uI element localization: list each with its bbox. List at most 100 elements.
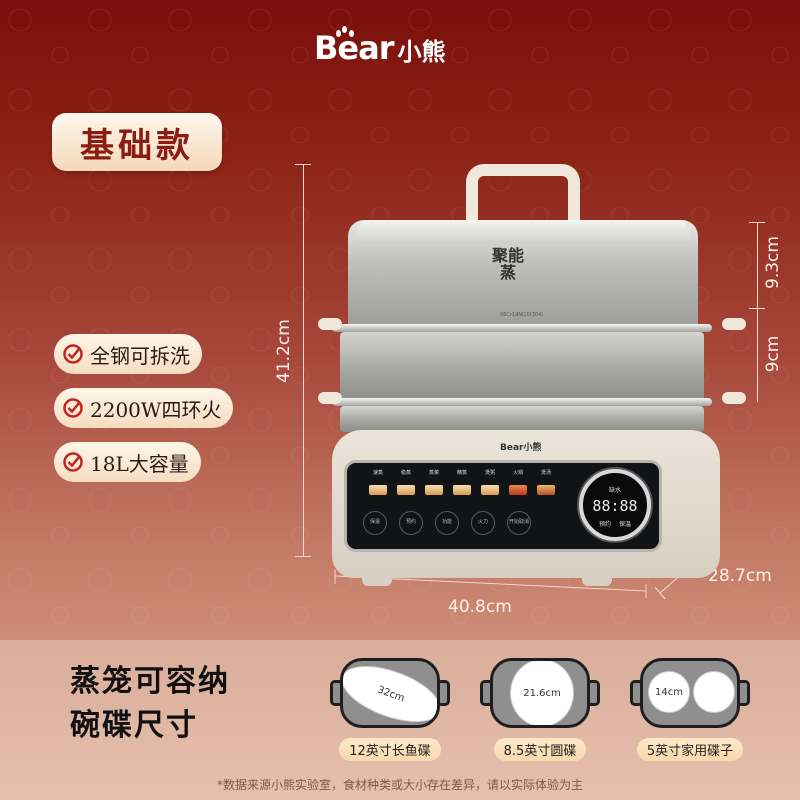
schedule-key[interactable]: 预约 xyxy=(399,511,423,535)
height-dimension-line xyxy=(303,164,304,556)
tray-body: 21.6cm xyxy=(490,658,590,728)
steamer-tier xyxy=(340,406,704,432)
dish-icon xyxy=(509,485,527,495)
tray-illustration: 14cm xyxy=(630,658,750,728)
dial-bottom-labels: 预约 保温 xyxy=(583,519,647,528)
control-panel: 速蒸 稳蒸 蒸菜 精蒸 煲粥 火锅 煲汤 保温 预约 功能 火力 开始取消 缺水 xyxy=(344,460,662,552)
capacity-section: 蒸笼可容纳 碗碟尺寸 32cm 12英寸长鱼碟 21 xyxy=(0,640,800,800)
feature-label: 2200W四环火 xyxy=(90,397,222,422)
dimension-tick xyxy=(749,222,765,223)
dish-label: 12英寸长鱼碟 xyxy=(339,738,441,761)
edition-badge: 基础款 xyxy=(52,113,222,171)
dish-icon xyxy=(397,485,415,495)
dish-size-list: 32cm 12英寸长鱼碟 21.6cm 8.5英寸圆碟 xyxy=(330,658,750,761)
steamer-base: Bear小熊 速蒸 稳蒸 蒸菜 精蒸 煲粥 火锅 煲汤 保温 预约 功能 火力 … xyxy=(332,430,720,586)
dish-measure: 14cm xyxy=(655,686,683,698)
dish-measure: 32cm xyxy=(375,684,407,704)
mode-label: 精蒸 xyxy=(456,470,467,476)
check-circle-icon xyxy=(63,344,83,364)
lid-handle xyxy=(466,164,580,234)
long-fish-plate: 32cm xyxy=(343,661,437,725)
dial-schedule-label: 预约 xyxy=(598,521,611,528)
height-label: 41.2cm xyxy=(274,319,294,383)
base-foot xyxy=(362,576,392,586)
keep-warm-key[interactable]: 保温 xyxy=(363,511,387,535)
dish-icon xyxy=(453,485,471,495)
steamer-lid: 聚能蒸 06Cr19Ni10(304) xyxy=(348,220,698,330)
dish-measure: 21.6cm xyxy=(523,687,561,699)
capacity-title-line1: 蒸笼可容纳 xyxy=(70,664,230,699)
lid-logo: 聚能蒸 xyxy=(491,246,524,282)
start-cancel-key[interactable]: 开始取消 xyxy=(507,511,531,535)
tier-bottom-label: 9cm xyxy=(763,335,783,373)
mode-label: 速蒸 xyxy=(372,470,383,476)
mode-button[interactable]: 火锅 xyxy=(509,470,527,495)
steamer-product-image: 聚能蒸 06Cr19Ni10(304) Bear小熊 速蒸 稳蒸 蒸菜 精蒸 煲… xyxy=(318,160,748,586)
tier-rim xyxy=(332,324,712,332)
tier-top-label: 9.3cm xyxy=(763,236,783,289)
dial-warm-label: 保温 xyxy=(619,521,632,528)
tray-illustration: 21.6cm xyxy=(480,658,600,728)
mode-label: 蒸菜 xyxy=(428,470,439,476)
dial-time-display: 88:88 xyxy=(592,497,638,515)
side-handle xyxy=(318,318,342,330)
lid-top-surface xyxy=(356,220,690,244)
small-plate: 14cm xyxy=(648,671,690,713)
mode-label: 煲汤 xyxy=(540,470,551,476)
dish-icon xyxy=(425,485,443,495)
tier-rim xyxy=(332,398,712,406)
side-handle xyxy=(318,392,342,404)
mode-button[interactable]: 精蒸 xyxy=(453,470,471,495)
feature-list: 全钢可拆洗 2200W四环火 18L大容量 xyxy=(54,334,234,496)
width-label: 40.8cm xyxy=(448,597,512,617)
mode-button[interactable]: 稳蒸 xyxy=(397,470,415,495)
mode-label: 煲粥 xyxy=(484,470,495,476)
dish-icon xyxy=(369,485,387,495)
tray-illustration: 32cm xyxy=(330,658,450,728)
mode-label: 稳蒸 xyxy=(400,470,411,476)
logo-en-text: Bear xyxy=(314,29,394,67)
capacity-title: 蒸笼可容纳 碗碟尺寸 xyxy=(70,660,230,748)
dish-item: 21.6cm 8.5英寸圆碟 xyxy=(480,658,600,761)
dish-item: 14cm 5英寸家用碟子 xyxy=(630,658,750,761)
dimension-tick xyxy=(295,164,311,165)
logo-en: Bear xyxy=(314,26,394,67)
steamer-tier xyxy=(340,332,704,402)
dish-label: 8.5英寸圆碟 xyxy=(493,738,587,761)
side-handle xyxy=(722,392,746,404)
tray-body: 14cm xyxy=(640,658,740,728)
feature-label: 18L大容量 xyxy=(90,451,189,476)
dish-icon xyxy=(481,485,499,495)
dish-label: 5英寸家用碟子 xyxy=(636,738,744,761)
mode-button[interactable]: 蒸菜 xyxy=(425,470,443,495)
check-circle-icon xyxy=(63,398,83,418)
control-dial[interactable]: 缺水 88:88 预约 保温 xyxy=(579,469,651,541)
hero-section: Bear 小熊 基础款 全钢可拆洗 2200W四环火 18L大容量 41.2cm… xyxy=(0,0,800,640)
base-brand: Bear小熊 xyxy=(500,443,542,453)
base-foot xyxy=(582,576,612,586)
function-key[interactable]: 功能 xyxy=(435,511,459,535)
logo-zh: 小熊 xyxy=(397,38,446,66)
dial-status: 缺水 xyxy=(608,487,621,494)
mode-button[interactable]: 煲汤 xyxy=(537,470,555,495)
feature-item: 18L大容量 xyxy=(54,442,201,482)
dimension-tick xyxy=(749,308,765,309)
feature-label: 全钢可拆洗 xyxy=(90,343,190,368)
paw-icon xyxy=(336,26,356,40)
mode-button[interactable]: 煲粥 xyxy=(481,470,499,495)
dish-icon xyxy=(537,485,555,495)
check-circle-icon xyxy=(63,452,83,472)
dish-item: 32cm 12英寸长鱼碟 xyxy=(330,658,450,761)
capacity-title-line2: 碗碟尺寸 xyxy=(70,708,198,743)
key-row: 保温 预约 功能 火力 开始取消 xyxy=(363,511,531,535)
tier-dimension-line xyxy=(757,222,758,402)
dimension-tick xyxy=(295,556,311,557)
round-plate: 21.6cm xyxy=(510,661,574,725)
feature-item: 全钢可拆洗 xyxy=(54,334,202,374)
depth-label: 28.7cm xyxy=(708,566,772,586)
brand-logo: Bear 小熊 xyxy=(314,26,446,67)
mode-button[interactable]: 速蒸 xyxy=(369,470,387,495)
power-level-key[interactable]: 火力 xyxy=(471,511,495,535)
footnote: *数据来源小熊实验室，食材种类或大小存在差异，请以实际体验为主 xyxy=(216,778,583,792)
feature-item: 2200W四环火 xyxy=(54,388,234,428)
